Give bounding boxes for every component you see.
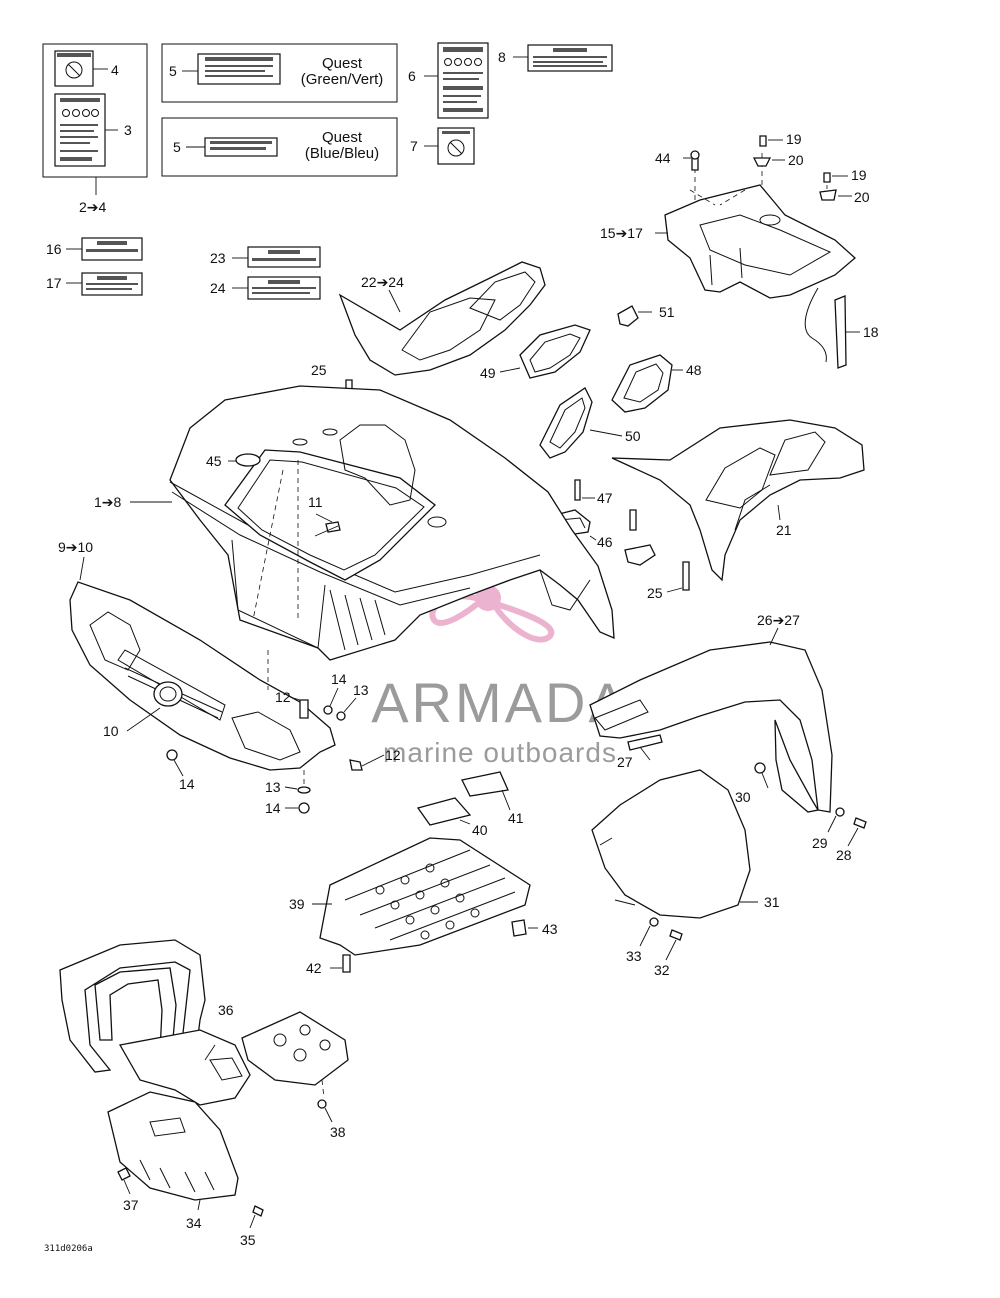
watermark-brand: ARMADA bbox=[371, 671, 629, 734]
callout-26-27: 26➔27 bbox=[757, 612, 800, 628]
callout-34: 34 bbox=[186, 1215, 202, 1231]
callout-5-blue: 5 bbox=[173, 139, 181, 155]
callout-29: 29 bbox=[812, 835, 828, 851]
callout-10: 10 bbox=[103, 723, 119, 739]
callout-37: 37 bbox=[123, 1197, 139, 1213]
screw-11 bbox=[314, 513, 341, 537]
decal-17 bbox=[66, 272, 143, 296]
decal-8 bbox=[513, 44, 613, 72]
decal-inset-quest-green: Quest (Green/Vert) bbox=[161, 43, 398, 103]
callout-1-8: 1➔8 bbox=[94, 494, 122, 510]
callout-13-b: 13 bbox=[265, 779, 281, 795]
callout-2-4: 2➔4 bbox=[79, 199, 107, 215]
watermark-tagline: marine outboards bbox=[383, 737, 617, 768]
callout-39: 39 bbox=[289, 896, 305, 912]
fastener-19-20-44 bbox=[683, 135, 852, 201]
callout-17: 17 bbox=[46, 275, 62, 291]
hardware-12-13-14 bbox=[166, 650, 385, 814]
decal-7 bbox=[424, 127, 475, 165]
dash-panel-part bbox=[338, 261, 546, 376]
callout-11: 11 bbox=[308, 494, 323, 510]
callout-31: 31 bbox=[764, 894, 780, 910]
decal-inset-2-4 bbox=[42, 43, 148, 195]
inner-fender-part bbox=[591, 769, 758, 961]
front-body-part bbox=[130, 385, 615, 661]
callout-43: 43 bbox=[542, 921, 558, 937]
brush-guard-part bbox=[59, 939, 349, 1229]
callout-13-a: 13 bbox=[353, 682, 369, 698]
decal-16 bbox=[66, 237, 143, 261]
callout-6: 6 bbox=[408, 68, 416, 84]
callout-14-c: 14 bbox=[265, 800, 281, 816]
front-fender-part bbox=[589, 627, 833, 813]
callout-16: 16 bbox=[46, 241, 62, 257]
clip-51 bbox=[617, 305, 652, 327]
callout-8: 8 bbox=[498, 49, 506, 65]
callout-labels: 4 3 2➔4 5 5 6 7 8 16 17 23 24 19 20 44 1… bbox=[46, 49, 879, 1248]
callout-23: 23 bbox=[210, 250, 226, 266]
callout-32: 32 bbox=[654, 962, 670, 978]
callout-5-green: 5 bbox=[169, 63, 177, 79]
callout-4: 4 bbox=[111, 62, 119, 78]
decal-23 bbox=[232, 246, 321, 268]
callout-38: 38 bbox=[330, 1124, 346, 1140]
bezel-49 bbox=[499, 324, 591, 379]
callout-46: 46 bbox=[597, 534, 613, 550]
quest-blue-name: Quest bbox=[322, 129, 363, 146]
callout-19-b: 19 bbox=[851, 167, 867, 183]
callout-36: 36 bbox=[218, 1002, 234, 1018]
callout-51: 51 bbox=[659, 304, 675, 320]
callout-20-a: 20 bbox=[788, 152, 804, 168]
bezel-50 bbox=[539, 387, 623, 459]
decal-6 bbox=[424, 42, 489, 119]
decal-inset-quest-blue: Quest (Blue/Bleu) bbox=[161, 117, 398, 177]
callout-7: 7 bbox=[410, 138, 418, 154]
callout-45: 45 bbox=[206, 453, 222, 469]
callout-42: 42 bbox=[306, 960, 322, 976]
front-bumper-part bbox=[69, 556, 336, 771]
callout-30: 30 bbox=[735, 789, 751, 805]
bezel-48 bbox=[611, 354, 683, 413]
callout-40: 40 bbox=[472, 822, 488, 838]
drawing-reference-code: 311d0206a bbox=[44, 1244, 93, 1254]
callout-47: 47 bbox=[597, 490, 613, 506]
callout-48: 48 bbox=[686, 362, 702, 378]
callout-49: 49 bbox=[480, 365, 496, 381]
hardware-28-29-30 bbox=[754, 762, 867, 847]
callout-14-b: 14 bbox=[179, 776, 195, 792]
callout-25-b: 25 bbox=[647, 585, 663, 601]
strap-18 bbox=[804, 287, 860, 369]
callout-44: 44 bbox=[655, 150, 671, 166]
front-console-part bbox=[655, 150, 856, 299]
quest-green-name: Quest bbox=[322, 55, 363, 72]
callout-41: 41 bbox=[508, 810, 524, 826]
callout-25-a: 25 bbox=[311, 362, 327, 378]
callout-9-10: 9➔10 bbox=[58, 539, 93, 555]
callout-19-a: 19 bbox=[786, 131, 802, 147]
callout-50: 50 bbox=[625, 428, 641, 444]
callout-24: 24 bbox=[210, 280, 226, 296]
callout-27: 27 bbox=[617, 754, 633, 770]
quest-green-variant: (Green/Vert) bbox=[301, 71, 384, 88]
decal-24 bbox=[232, 276, 321, 300]
callout-28: 28 bbox=[836, 847, 852, 863]
callout-21: 21 bbox=[776, 522, 792, 538]
callout-12-b: 12 bbox=[385, 747, 401, 763]
callout-20-b: 20 bbox=[854, 189, 870, 205]
callout-18: 18 bbox=[863, 324, 879, 340]
callout-35: 35 bbox=[240, 1232, 256, 1248]
right-fender-part bbox=[611, 419, 865, 582]
callout-14-a: 14 bbox=[331, 671, 347, 687]
callout-15-17: 15➔17 bbox=[600, 225, 643, 241]
quest-blue-variant: (Blue/Bleu) bbox=[305, 145, 379, 162]
callout-3: 3 bbox=[124, 122, 132, 138]
callout-33: 33 bbox=[626, 948, 642, 964]
callout-22-24: 22➔24 bbox=[361, 274, 404, 290]
skid-plate-part bbox=[312, 771, 538, 973]
watermark: ARMADA marine outboards bbox=[371, 531, 629, 768]
callout-12-a: 12 bbox=[275, 689, 291, 705]
